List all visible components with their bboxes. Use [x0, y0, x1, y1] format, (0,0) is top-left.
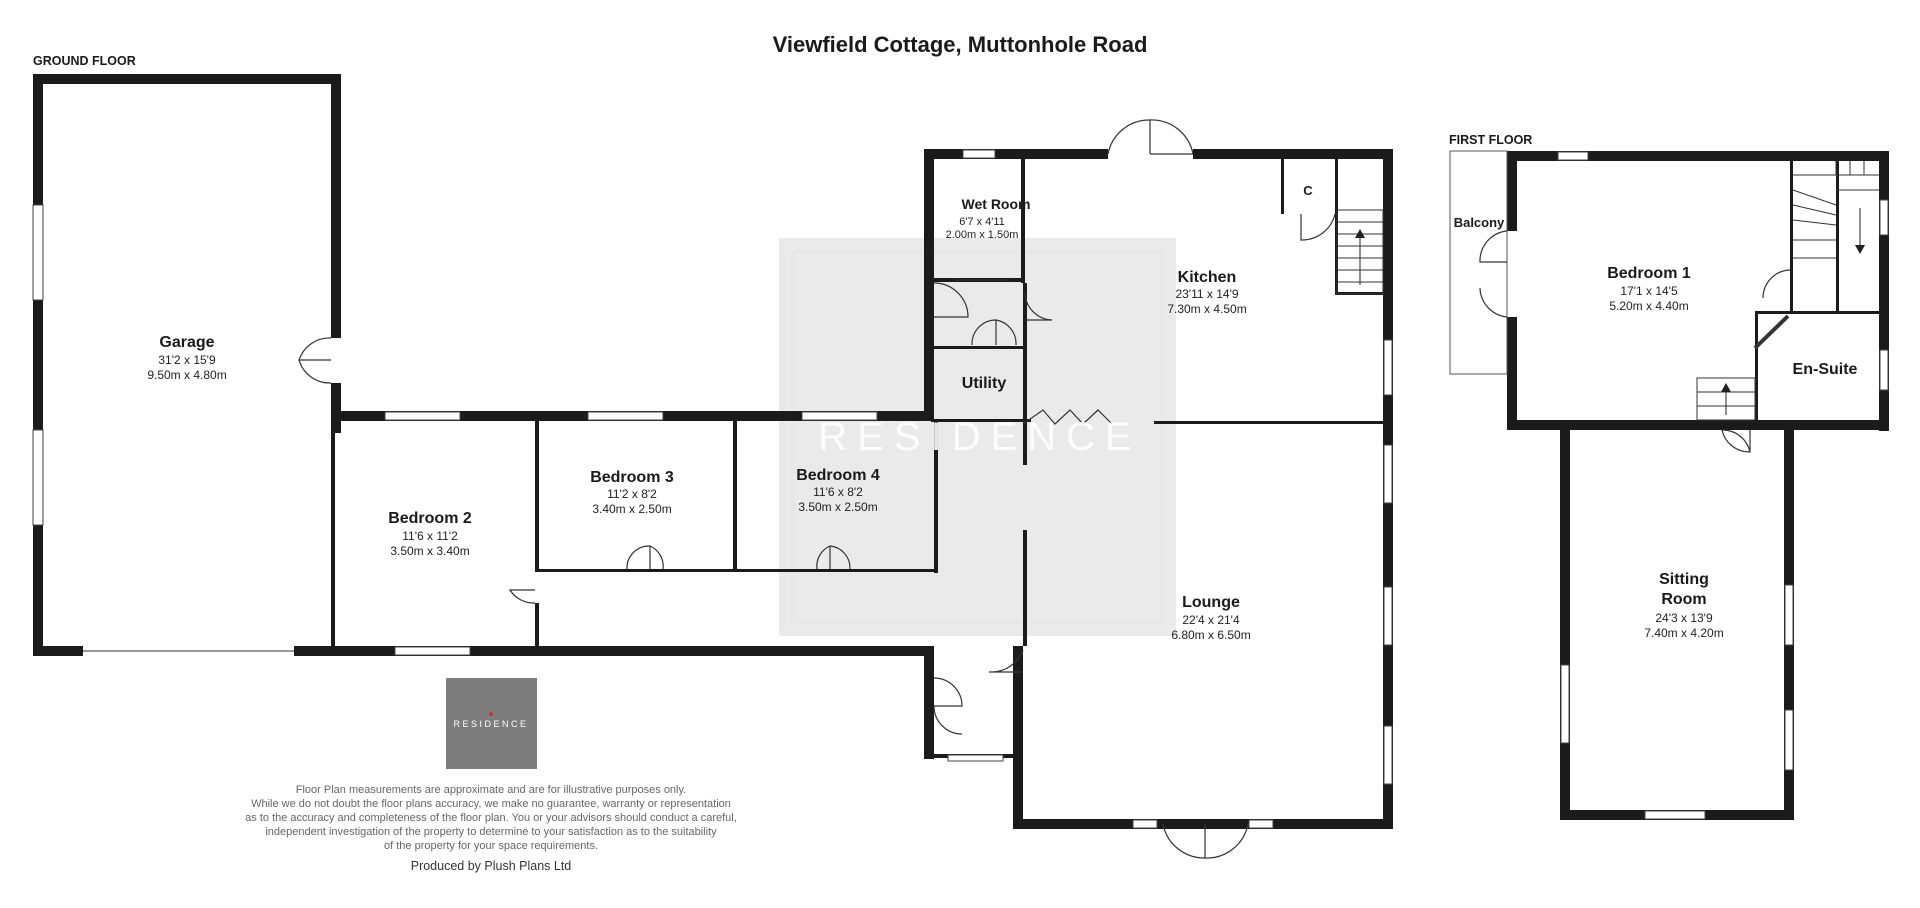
kitchen-label: Kitchen: [1178, 269, 1237, 286]
logo-text: RESIDENCE: [453, 719, 528, 729]
garage-metric: 9.50m x 4.80m: [147, 368, 226, 382]
bedroom-2-imperial: 11'6 x 11'2: [402, 529, 458, 543]
lounge-window-2: [1383, 586, 1393, 646]
kitchen-stairs: [1336, 209, 1384, 295]
watermark-text: RESIDENCE: [818, 415, 1141, 459]
entrance-window: [947, 754, 1004, 762]
bedroom-2-metric: 3.50m x 3.40m: [390, 544, 469, 558]
entrance-door-icon-upper: [988, 649, 1024, 673]
lounge-imperial: 22'4 x 21'4: [1182, 613, 1240, 627]
en-suite-window: [1879, 349, 1889, 391]
disclaimer-line-4: independent investigation of the propert…: [265, 826, 717, 838]
bedroom-2-window-top: [384, 411, 461, 421]
plan-title: Viewfield Cottage, Muttonhole Road: [773, 32, 1148, 57]
balcony-door-icon: [1479, 230, 1508, 263]
bedroom-4-label: Bedroom 4: [796, 467, 880, 484]
sitting-room-window-right-1: [1784, 584, 1794, 646]
wet-room-door-icon: [933, 282, 969, 318]
cupboard-door-icon: [1300, 213, 1336, 241]
lounge-label: Lounge: [1182, 594, 1240, 611]
garage-door-icon: [298, 337, 332, 361]
bedroom-3-door-icon: [626, 545, 651, 570]
bi-fold-door-icon: [1022, 409, 1113, 425]
garage-label: Garage: [159, 334, 214, 351]
logo-dot: [489, 712, 493, 716]
sitting-room-window-left: [1560, 664, 1570, 744]
utility-door-icon: [1024, 291, 1053, 321]
lounge-metric: 6.80m x 6.50m: [1171, 628, 1250, 642]
utility-label: Utility: [962, 375, 1007, 392]
bedroom-4-metric: 3.50m x 2.50m: [798, 500, 877, 514]
bedroom-3-metric: 3.40m x 2.50m: [592, 502, 671, 516]
en-suite-door-icon: [1753, 314, 1790, 350]
wet-room-label: Wet Room: [962, 196, 1031, 212]
bedroom-2-window-bottom: [394, 646, 471, 656]
first-floor-stairs: [1792, 161, 1879, 259]
sitting-room-label-line1: Sitting: [1659, 571, 1709, 588]
disclaimer-line-3: as to the accuracy and completeness of t…: [245, 812, 737, 824]
bedroom-1-imperial: 17'1 x 14'5: [1620, 284, 1678, 298]
sitting-room-window-bottom: [1644, 810, 1706, 820]
bedroom-1-window: [1557, 151, 1589, 161]
bedroom-3-window: [587, 411, 664, 421]
disclaimer-line-1: Floor Plan measurements are approximate …: [296, 784, 686, 796]
kitchen-window: [1383, 339, 1393, 396]
garage-walls: [33, 74, 934, 656]
bedroom-1-label: Bedroom 1: [1607, 265, 1691, 282]
bedroom-2-label: Bedroom 2: [388, 510, 472, 527]
first-floor-label: FIRST FLOOR: [1449, 133, 1532, 147]
bedroom-4-window: [801, 411, 878, 421]
bedroom-4-imperial: 11'6 x 8'2: [813, 485, 863, 499]
disclaimer-line-5: of the property for your space requireme…: [384, 840, 598, 852]
lounge-window-1: [1383, 444, 1393, 504]
wet-room-metric: 2.00m x 1.50m: [946, 229, 1019, 241]
garage-window-1: [32, 204, 44, 301]
disclaimer-line-2: While we do not doubt the floor plans ac…: [251, 798, 731, 810]
lounge-window-bottom-left: [1132, 819, 1158, 829]
credit-text: Produced by Plush Plans Ltd: [411, 859, 572, 873]
bedroom-1-metric: 5.20m x 4.40m: [1609, 299, 1688, 313]
lounge-french-door-icon: [1162, 823, 1206, 859]
sitting-room-metric: 7.40m x 4.20m: [1644, 626, 1723, 640]
residence-logo: RESIDENCE: [446, 678, 537, 769]
lounge-window-3: [1383, 725, 1393, 785]
bedroom-2-door-icon: [508, 589, 536, 604]
kitchen-french-door-icon: [1107, 119, 1151, 155]
bedroom-3-label: Bedroom 3: [590, 469, 674, 486]
entrance-door-icon-lower: [933, 677, 963, 707]
wet-room-window: [962, 149, 996, 159]
en-suite-label: En-Suite: [1793, 361, 1858, 378]
ground-floor-label: GROUND FLOOR: [33, 54, 136, 68]
kitchen-metric: 7.30m x 4.50m: [1167, 302, 1246, 316]
garage-imperial: 31'2 x 15'9: [158, 353, 216, 367]
garage-window-2: [32, 429, 44, 526]
lounge-window-bottom-right: [1248, 819, 1274, 829]
kitchen-imperial: 23'11 x 14'9: [1175, 287, 1238, 301]
landing-stairs: [1696, 377, 1756, 421]
bedroom-4-door-icon: [816, 545, 831, 570]
bedroom-3-imperial: 11'2 x 8'2: [607, 487, 657, 501]
sitting-room-label-line2: Room: [1661, 591, 1706, 608]
sitting-room-window-right-2: [1784, 709, 1794, 771]
cupboard-label: C: [1303, 183, 1313, 198]
wet-room-imperial: 6'7 x 4'11: [959, 216, 1005, 228]
stairwell-window: [1879, 199, 1889, 236]
balcony-label: Balcony: [1454, 215, 1505, 230]
sitting-room-imperial: 24'3 x 13'9: [1655, 611, 1713, 625]
logo-box: [446, 678, 537, 769]
